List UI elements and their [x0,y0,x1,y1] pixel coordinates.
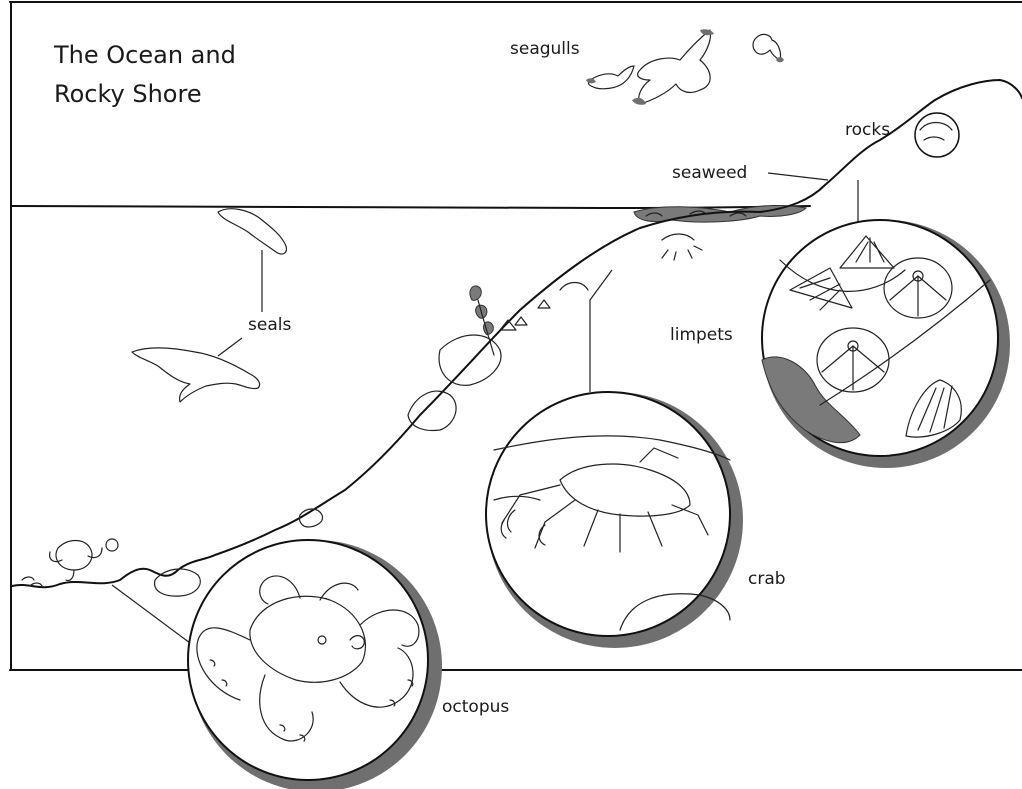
label-seals: seals [248,315,291,335]
seaweed-icon [470,286,494,355]
pointer-lines [112,173,858,643]
small-octopus [50,539,118,581]
label-seagulls: seagulls [510,39,580,59]
rocks-inset [915,113,959,157]
label-crab: crab [748,569,786,589]
label-octopus: octopus [442,697,509,717]
slope-crab [662,234,702,260]
label-limpets: limpets [670,325,733,345]
label-seaweed: seaweed [672,163,747,183]
seal-icon [132,209,286,402]
title-line-2: Rocky Shore [54,80,202,108]
diagram-title: The Ocean and Rocky Shore [53,41,236,108]
label-rocks: rocks [845,120,890,140]
limpets-inset [762,220,1010,468]
octopus-inset [188,540,442,789]
seagull-icon [586,29,784,105]
crab-inset [486,392,743,648]
title-line-1: The Ocean and [53,41,236,69]
